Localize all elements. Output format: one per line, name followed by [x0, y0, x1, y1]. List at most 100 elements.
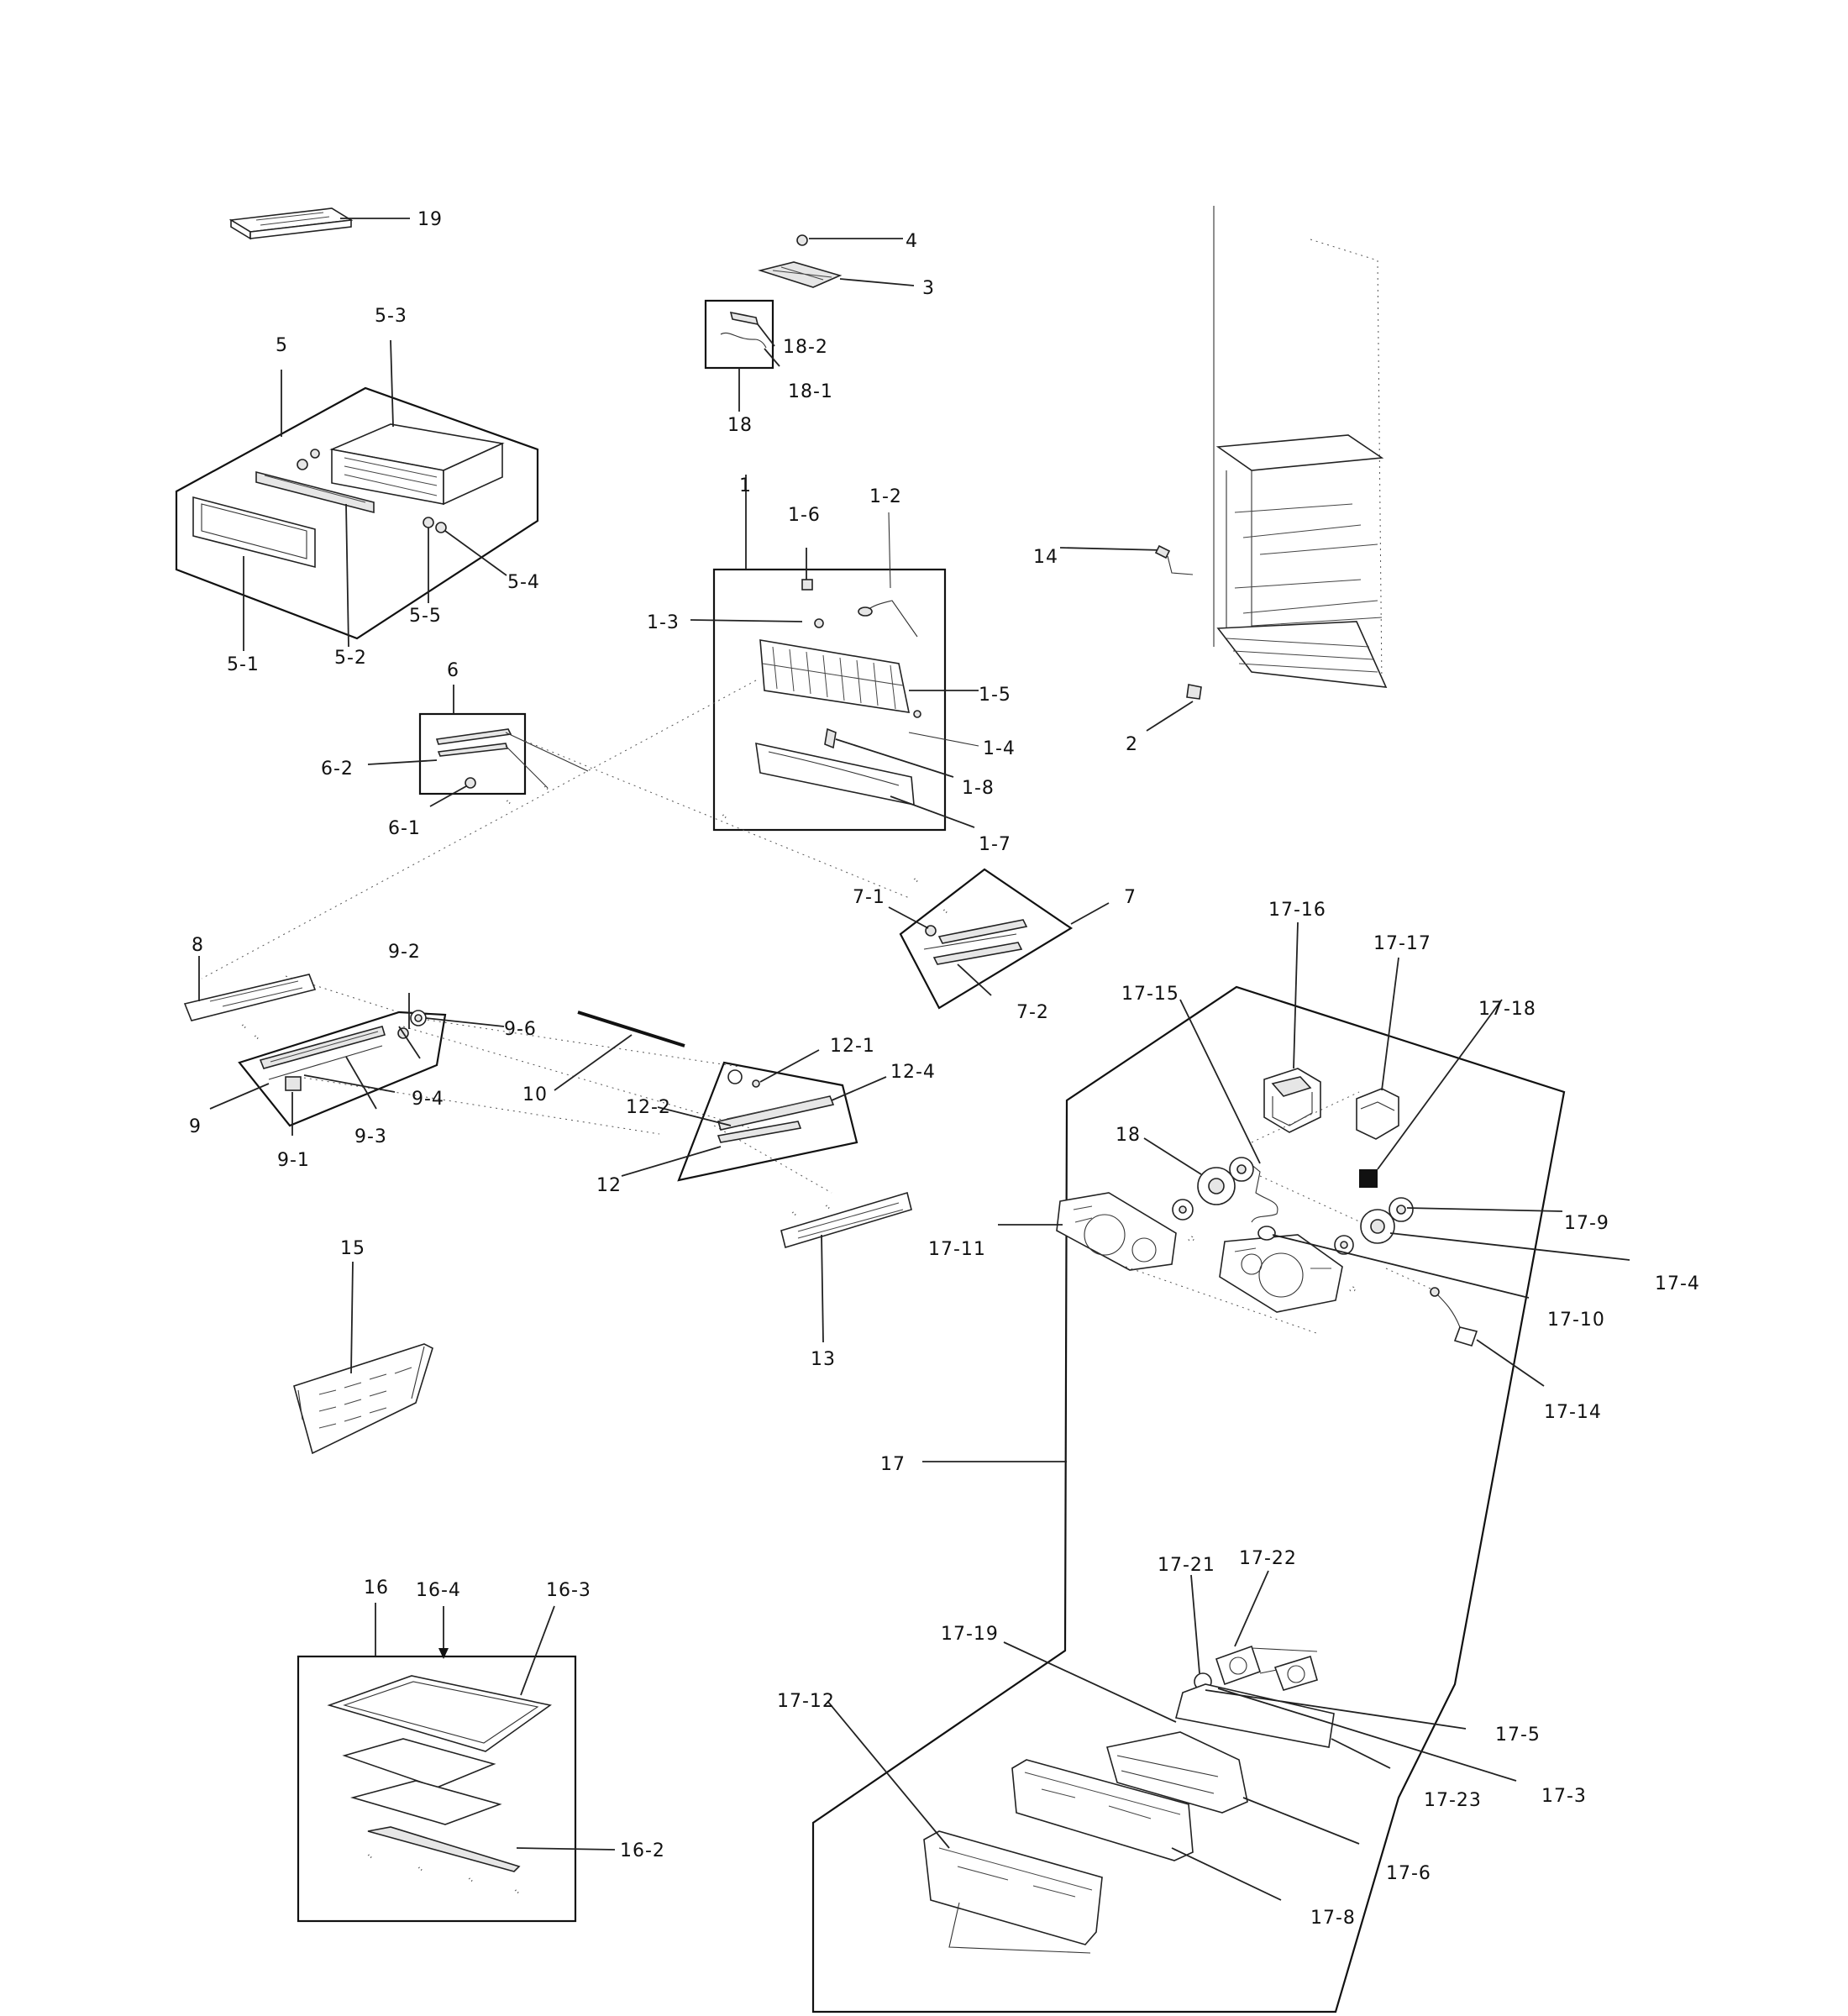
label-7: 7 [1124, 887, 1137, 908]
label-8: 8 [192, 935, 204, 956]
label-16: 16 [364, 1578, 389, 1599]
label-6-2: 6-2 [321, 759, 354, 780]
label-17-12: 17-12 [777, 1691, 835, 1712]
part-19-tray [228, 207, 410, 240]
label-15: 15 [340, 1238, 365, 1259]
label-18-2: 18-2 [783, 337, 828, 358]
label-17-14: 17-14 [1544, 1402, 1602, 1423]
label-17: 17 [880, 1454, 906, 1475]
label-12-2: 12-2 [626, 1097, 671, 1118]
label-6: 6 [447, 660, 459, 681]
label-2: 2 [1126, 734, 1138, 755]
label-1-3: 1-3 [647, 612, 680, 633]
label-5-1: 5-1 [227, 654, 260, 675]
part-8-rail [183, 956, 317, 1021]
label-1-5: 1-5 [979, 685, 1011, 706]
part-17-17-housing [1356, 957, 1399, 1140]
label-17-3: 17-3 [1541, 1786, 1587, 1807]
part-6-assembly-box [367, 685, 589, 807]
label-18-motor: 18 [1116, 1125, 1141, 1146]
part-18-fan-motors [1143, 1137, 1254, 1221]
label-9-6: 9-6 [504, 1019, 537, 1040]
part-7-assembly [888, 868, 1110, 1010]
part-17-12-cover [827, 1700, 1103, 1954]
part-17-9-17-4-motors [1334, 1197, 1630, 1261]
label-17-16: 17-16 [1268, 900, 1326, 921]
label-17-5: 17-5 [1495, 1725, 1541, 1746]
label-7-2: 7-2 [1016, 1002, 1049, 1023]
label-1-8: 1-8 [962, 778, 995, 799]
part-17-8-cover [1011, 1759, 1282, 1901]
label-16-2: 16-2 [620, 1840, 665, 1861]
part-17-10-cap [1257, 1226, 1530, 1299]
connector-lines [201, 680, 912, 1194]
part-10-rod [554, 1011, 685, 1091]
label-1-4: 1-4 [983, 738, 1016, 759]
label-17-4: 17-4 [1655, 1273, 1700, 1294]
part-3-cover [758, 261, 915, 288]
label-18-1: 18-1 [788, 381, 833, 402]
label-17-10: 17-10 [1547, 1310, 1605, 1331]
label-9-2: 9-2 [388, 942, 421, 963]
part-17-assembly-outline [811, 985, 1566, 2013]
label-4: 4 [906, 231, 918, 252]
part-18-assembly-box [704, 299, 780, 412]
label-14: 14 [1033, 547, 1058, 568]
label-17-11: 17-11 [928, 1239, 986, 1260]
part-17-14-sensor [1385, 1268, 1545, 1387]
part-13-rail [780, 1191, 912, 1343]
label-1-7: 1-7 [979, 834, 1011, 855]
part-5-drawer-assembly [175, 339, 539, 651]
label-16-4: 16-4 [416, 1580, 461, 1601]
part-1-assembly-box [690, 475, 979, 832]
label-17-15: 17-15 [1121, 984, 1179, 1005]
part-17-11-housings [998, 1192, 1356, 1335]
label-17-19: 17-19 [941, 1624, 999, 1645]
label-12: 12 [596, 1175, 622, 1196]
label-19: 19 [417, 209, 443, 230]
part-17-21-17-22-fans [1190, 1570, 1318, 1691]
label-6-1: 6-1 [388, 818, 421, 839]
label-3: 3 [922, 278, 935, 299]
part-4-screw [796, 234, 903, 246]
label-17-9: 17-9 [1564, 1213, 1609, 1234]
label-7-1: 7-1 [853, 887, 885, 908]
label-9-1: 9-1 [277, 1150, 310, 1171]
part-15-cover [293, 1261, 433, 1455]
label-5-2: 5-2 [334, 648, 367, 669]
callout-labels: 19 4 3 18-2 18-1 18 5 5-3 5-4 5-5 5-1 5-… [189, 209, 1700, 1929]
label-17-22: 17-22 [1239, 1548, 1297, 1569]
label-9-3: 9-3 [354, 1126, 387, 1147]
part-17-16-housing [1263, 921, 1321, 1133]
label-5: 5 [276, 335, 288, 356]
label-13: 13 [811, 1349, 836, 1370]
label-9-4: 9-4 [412, 1089, 444, 1110]
fridge-cabinet-outline [1059, 206, 1388, 732]
label-17-23: 17-23 [1424, 1790, 1482, 1811]
part-17-18-block [1359, 999, 1503, 1188]
part-17-6-duct [1003, 1641, 1360, 1845]
label-12-1: 12-1 [830, 1036, 875, 1057]
part-12-assembly [621, 1049, 887, 1182]
label-5-3: 5-3 [375, 306, 407, 327]
label-12-4: 12-4 [890, 1062, 936, 1083]
label-9: 9 [189, 1116, 202, 1137]
label-1-2: 1-2 [869, 486, 902, 507]
label-1: 1 [739, 475, 752, 496]
part-17-23-panel [1175, 1683, 1517, 1782]
label-5-5: 5-5 [409, 606, 442, 627]
label-17-17: 17-17 [1373, 933, 1431, 954]
label-1-6: 1-6 [788, 505, 821, 526]
label-17-18: 17-18 [1478, 999, 1536, 1020]
label-18: 18 [727, 415, 753, 436]
label-10: 10 [522, 1084, 548, 1105]
label-17-6: 17-6 [1386, 1863, 1431, 1884]
label-16-3: 16-3 [546, 1580, 591, 1601]
label-5-4: 5-4 [507, 572, 540, 593]
part-17-15-wire [1179, 999, 1362, 1223]
part-16-assembly-box [297, 1603, 616, 1923]
label-17-21: 17-21 [1158, 1555, 1215, 1576]
label-17-8: 17-8 [1310, 1908, 1356, 1929]
part-9-assembly [209, 993, 505, 1136]
